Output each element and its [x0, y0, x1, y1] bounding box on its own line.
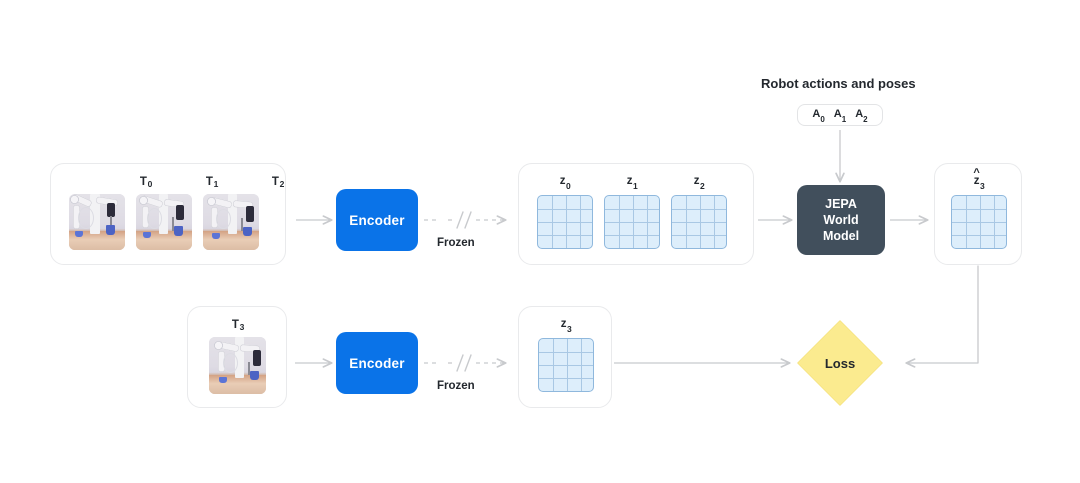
latent-label-z0: z0 — [559, 175, 571, 192]
robot-gripper — [107, 203, 115, 217]
robot-arm-seg — [218, 351, 225, 372]
encoder-top-label: Encoder — [349, 212, 405, 228]
robot-hose — [223, 353, 238, 373]
frame-post — [228, 194, 237, 234]
robot-gripper — [176, 205, 184, 220]
loss-diamond-shape — [797, 320, 883, 406]
robot-actions-pill: A0 A1 A2 — [797, 104, 883, 126]
robot-hose — [78, 207, 94, 229]
predicted-latent-card: z3 — [934, 163, 1022, 265]
action-a1: A1 — [833, 107, 847, 125]
robot-frame-t3 — [209, 337, 266, 394]
context-latents-card: z0 z1 z2 — [518, 163, 754, 265]
frame-label-t0: T0 — [139, 176, 153, 189]
blue-cup-small — [219, 377, 227, 383]
blue-cup-small — [75, 231, 83, 237]
robot-rod — [241, 218, 243, 231]
jepa-line-2: World — [823, 213, 859, 227]
robot-rod — [172, 217, 174, 231]
encoder-bottom-label: Encoder — [349, 355, 405, 371]
blue-cup — [250, 371, 259, 380]
robot-joint — [207, 197, 216, 206]
robot-rod — [110, 216, 112, 230]
context-frames-card: T0 T1 — [50, 163, 286, 265]
robot-arm-seg — [142, 206, 149, 228]
robot-rod — [248, 362, 250, 375]
latent-grid-zhat3 — [951, 195, 1007, 249]
frozen-label-bottom: Frozen — [437, 380, 475, 392]
encoder-bottom[interactable]: Encoder — [336, 332, 418, 394]
jepa-line-3: Model — [822, 229, 860, 243]
loss-label: Loss — [824, 355, 856, 371]
loss-node[interactable]: Loss — [794, 317, 886, 409]
robot-frame-t1 — [136, 194, 192, 250]
latent-grid-z3 — [538, 338, 594, 392]
action-a0: A0 — [812, 107, 825, 125]
robot-joint — [70, 195, 79, 204]
frame-table — [69, 230, 125, 250]
latent-grid-z2 — [671, 195, 727, 249]
latent-label-z3: z3 — [560, 318, 572, 335]
robot-hose — [147, 208, 162, 229]
robot-hose — [216, 209, 231, 229]
robot-gripper — [246, 206, 254, 222]
latent-label-zhat3: z3 — [951, 175, 1007, 191]
blue-cup — [106, 225, 115, 235]
robot-joint — [139, 196, 148, 205]
robot-frame-t2 — [203, 194, 259, 250]
frame-post — [235, 337, 244, 378]
latent-grid-z1 — [604, 195, 660, 249]
target-frame-card: T3 — [187, 306, 287, 408]
jepa-world-model-box[interactable]: JEPA World Model — [797, 185, 885, 255]
blue-cup — [243, 227, 252, 236]
robot-actions-title: Robot actions and poses — [761, 76, 916, 91]
blue-cup — [174, 226, 183, 236]
frame-label-t2: T2 — [271, 176, 285, 189]
robot-gripper — [253, 350, 261, 366]
latent-label-z2: z2 — [693, 175, 705, 192]
frame-post — [159, 194, 168, 234]
robot-frame-t0 — [69, 194, 125, 250]
blue-cup-small — [212, 233, 220, 239]
action-a2: A2 — [855, 107, 868, 125]
latent-grid-z0 — [537, 195, 593, 249]
frozen-label-top: Frozen — [437, 237, 475, 249]
robot-arm-seg — [73, 205, 80, 229]
latent-label-z1: z1 — [626, 175, 638, 192]
frame-label-t1: T1 — [205, 176, 219, 189]
robot-arm-seg — [211, 207, 218, 228]
frame-label-t3: T3 — [231, 319, 245, 332]
frame-post — [90, 194, 100, 234]
robot-joint — [214, 341, 223, 350]
jepa-line-1: JEPA — [825, 197, 857, 211]
blue-cup-small — [143, 232, 151, 238]
target-latent-card: z3 — [518, 306, 612, 408]
encoder-top[interactable]: Encoder — [336, 189, 418, 251]
